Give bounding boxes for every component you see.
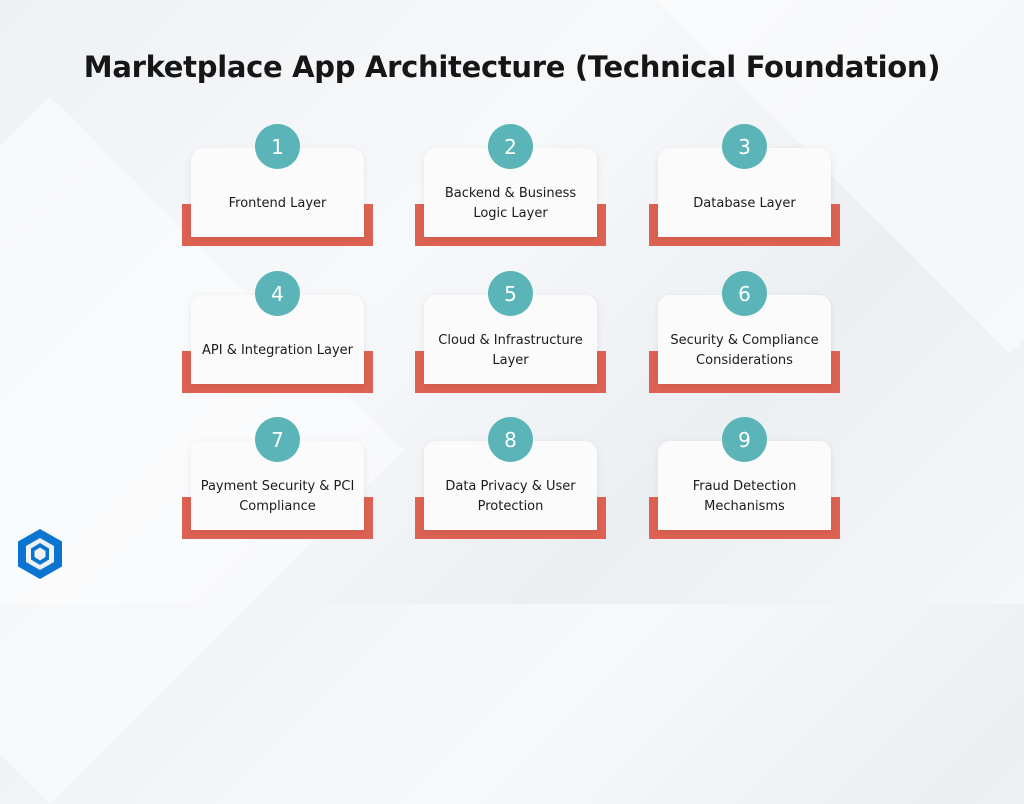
layer-card-5: Cloud & Infrastructure Layer 5 (415, 271, 606, 393)
layer-label: Data Privacy & User Protection (445, 478, 576, 514)
layer-card-3: Database Layer 3 (649, 124, 840, 246)
layer-label: Backend & Business Logic Layer (444, 185, 577, 221)
layer-label: Cloud & Infrastructure Layer (438, 332, 583, 368)
layer-card-9: Fraud Detection Mechanisms 9 (649, 417, 840, 539)
layer-label: Fraud Detection Mechanisms (692, 478, 797, 514)
layer-label: Database Layer (693, 195, 796, 211)
step-number-badge: 6 (722, 271, 767, 316)
layer-card-8: Data Privacy & User Protection 8 (415, 417, 606, 539)
step-number-badge: 1 (255, 124, 300, 169)
layer-label: Frontend Layer (228, 195, 327, 211)
layer-label: API & Integration Layer (202, 342, 353, 358)
layer-card-1: Frontend Layer 1 (182, 124, 373, 246)
step-number-badge: 3 (722, 124, 767, 169)
step-number-badge: 2 (488, 124, 533, 169)
step-number-badge: 5 (488, 271, 533, 316)
layer-label: Security & Compliance Considerations (670, 332, 819, 368)
step-number-badge: 7 (255, 417, 300, 462)
step-number-badge: 8 (488, 417, 533, 462)
card-body: Cloud & Infrastructure Layer (424, 295, 597, 384)
step-number-badge: 9 (722, 417, 767, 462)
layer-card-6: Security & Compliance Considerations 6 (649, 271, 840, 393)
layer-card-7: Payment Security & PCI Compliance 7 (182, 417, 373, 539)
layer-label: Payment Security & PCI Compliance (200, 478, 355, 514)
company-logo-icon (18, 529, 62, 579)
card-body: Data Privacy & User Protection (424, 441, 597, 530)
card-body: Fraud Detection Mechanisms (658, 441, 831, 530)
step-number-badge: 4 (255, 271, 300, 316)
layer-card-2: Backend & Business Logic Layer 2 (415, 124, 606, 246)
layer-card-4: API & Integration Layer 4 (182, 271, 373, 393)
page-title: Marketplace App Architecture (Technical … (83, 50, 941, 84)
